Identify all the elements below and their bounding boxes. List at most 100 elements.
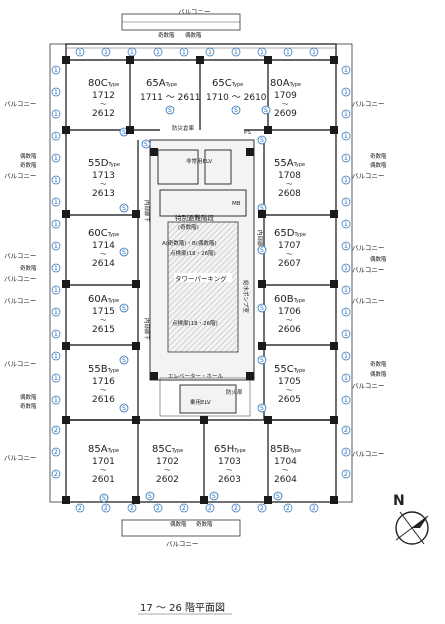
balcony-right-1: バルコニー bbox=[352, 100, 384, 108]
unit-number-sep: 〜 bbox=[164, 466, 171, 474]
circle-marker: 1 bbox=[179, 47, 189, 57]
circle-marker: 1 bbox=[341, 131, 351, 141]
balcony-right-3: バルコニー bbox=[352, 244, 384, 252]
unit-number-sep: 〜 bbox=[100, 386, 107, 394]
svg-text:S: S bbox=[276, 493, 280, 500]
odd-right-1: 奇数階 bbox=[370, 152, 387, 160]
circle-marker: 2 bbox=[51, 469, 61, 479]
sb-marker: S bbox=[257, 303, 267, 313]
structural-column bbox=[246, 372, 254, 380]
unit-number-sep: 〜 bbox=[100, 100, 107, 108]
balcony-left-5: バルコニー bbox=[4, 297, 36, 305]
circle-marker: 1 bbox=[341, 351, 351, 361]
circle-marker: 1 bbox=[341, 241, 351, 251]
svg-text:2: 2 bbox=[104, 505, 108, 512]
circle-marker: 1 bbox=[341, 197, 351, 207]
svg-text:1: 1 bbox=[78, 49, 82, 56]
svg-text:2: 2 bbox=[54, 427, 58, 434]
unit-number-sep: 〜 bbox=[100, 250, 107, 258]
structural-column bbox=[330, 126, 338, 134]
svg-text:1: 1 bbox=[54, 199, 58, 206]
svg-text:S: S bbox=[122, 249, 126, 256]
inner-corridor-left-a: 内部廊下 bbox=[143, 200, 151, 223]
svg-text:2: 2 bbox=[286, 505, 290, 512]
structural-column bbox=[330, 416, 338, 424]
unit-number-even: 2612 bbox=[92, 109, 115, 119]
svg-text:1: 1 bbox=[234, 49, 238, 56]
unit-number-even: 2608 bbox=[278, 189, 301, 199]
circle-marker: 1 bbox=[75, 47, 85, 57]
svg-text:1: 1 bbox=[344, 243, 348, 250]
unit-number-odd: 1707 bbox=[278, 241, 301, 251]
svg-text:1: 1 bbox=[344, 265, 348, 272]
circle-marker: 2 bbox=[341, 425, 351, 435]
structural-column bbox=[132, 416, 140, 424]
unit-type-label: 65CType bbox=[212, 78, 243, 89]
unit-type-label: 80CType bbox=[88, 78, 119, 89]
svg-text:S: S bbox=[144, 141, 148, 148]
odd-right-2: 奇数階 bbox=[370, 360, 387, 368]
svg-text:2: 2 bbox=[260, 505, 264, 512]
unit-number-odd: 1716 bbox=[92, 377, 115, 387]
unit-number-odd: 1703 bbox=[218, 457, 241, 467]
circle-marker: 2 bbox=[75, 503, 85, 513]
circle-marker: 1 bbox=[205, 47, 215, 57]
circle-marker: 2 bbox=[231, 503, 241, 513]
circle-marker: 1 bbox=[51, 329, 61, 339]
unit-number-even: 2615 bbox=[92, 325, 115, 335]
unit-number-odd: 1705 bbox=[278, 377, 301, 387]
circle-marker: 1 bbox=[51, 373, 61, 383]
svg-text:S: S bbox=[122, 205, 126, 212]
odd-left-2: 奇数階 bbox=[20, 264, 37, 272]
unit-number-sep: 〜 bbox=[226, 466, 233, 474]
unit-type-label: 65DType bbox=[274, 228, 306, 239]
circle-marker: 1 bbox=[51, 241, 61, 251]
sb-marker: S bbox=[119, 303, 129, 313]
circle-marker: 1 bbox=[51, 351, 61, 361]
structural-column bbox=[150, 148, 158, 156]
even-right-3: 偶数階 bbox=[370, 370, 387, 378]
circle-marker: 2 bbox=[127, 503, 137, 513]
structural-column bbox=[132, 280, 140, 288]
circle-marker: 1 bbox=[283, 47, 293, 57]
svg-text:1: 1 bbox=[104, 49, 108, 56]
structural-column bbox=[62, 342, 70, 350]
unit-number-odd: 1712 bbox=[92, 91, 115, 101]
structural-column bbox=[330, 280, 338, 288]
structural-column bbox=[246, 148, 254, 156]
structural-column bbox=[264, 496, 272, 504]
unit-number-odd: 1702 bbox=[156, 457, 179, 467]
svg-text:S: S bbox=[102, 495, 106, 502]
svg-text:S: S bbox=[122, 129, 126, 136]
balcony-left-4: バルコニー bbox=[4, 275, 36, 283]
special-stairs-label: 特別避難階段 bbox=[175, 213, 215, 222]
columns-layer bbox=[62, 56, 338, 504]
structural-column bbox=[126, 126, 134, 134]
even-left-2: 偶数階 bbox=[20, 393, 37, 401]
unit-number-sep: 〜 bbox=[282, 100, 289, 108]
svg-text:1: 1 bbox=[344, 133, 348, 140]
unit-type-label: 80AType bbox=[270, 78, 301, 89]
svg-text:S: S bbox=[122, 305, 126, 312]
structural-column bbox=[330, 56, 338, 64]
odd-floor-label-top: 奇数階 bbox=[158, 31, 175, 39]
structural-column bbox=[62, 210, 70, 218]
svg-text:S: S bbox=[264, 107, 268, 114]
unit-number-range: 1711 ～ 2611 bbox=[140, 93, 201, 103]
svg-text:1: 1 bbox=[156, 49, 160, 56]
balcony-right-7: バルコニー bbox=[352, 450, 384, 458]
svg-text:1: 1 bbox=[54, 353, 58, 360]
circle-marker: 1 bbox=[341, 307, 351, 317]
balcony-label-top: バルコニー bbox=[178, 8, 210, 16]
unit-type-label: 55DType bbox=[88, 158, 120, 169]
circle-marker: 1 bbox=[341, 219, 351, 229]
structural-column bbox=[258, 342, 266, 350]
